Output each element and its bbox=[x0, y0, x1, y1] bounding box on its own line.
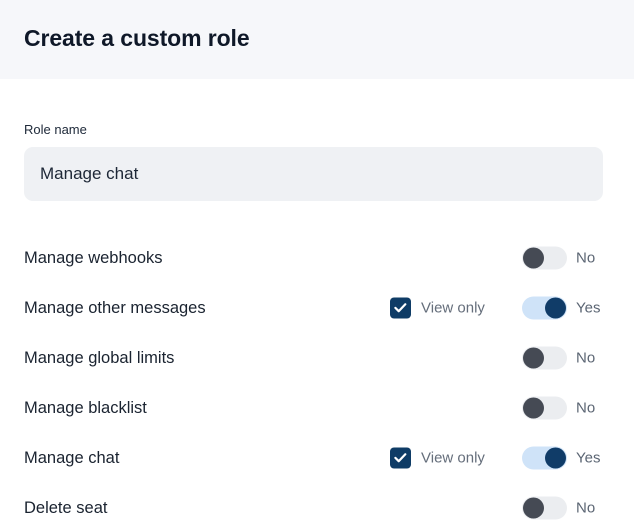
toggle-state-label: No bbox=[576, 249, 596, 266]
role-name-field-block: Role name bbox=[24, 121, 603, 201]
toggle-knob bbox=[523, 347, 544, 369]
view-only-label: View only bbox=[421, 299, 485, 316]
permission-toggle[interactable] bbox=[522, 346, 567, 370]
permission-label: Manage webhooks bbox=[24, 249, 163, 267]
permission-row: Manage other messages View only Yes bbox=[0, 283, 634, 333]
permission-toggle[interactable] bbox=[522, 496, 567, 520]
permission-toggle-group[interactable]: No bbox=[522, 246, 596, 270]
role-name-label: Role name bbox=[24, 122, 87, 137]
toggle-state-label: Yes bbox=[576, 449, 601, 466]
view-only-checkbox[interactable] bbox=[390, 447, 411, 469]
toggle-knob bbox=[545, 447, 566, 469]
toggle-knob bbox=[523, 497, 544, 519]
toggle-state-label: No bbox=[576, 349, 596, 366]
view-only-label: View only bbox=[421, 449, 485, 466]
role-name-input[interactable] bbox=[24, 147, 603, 201]
permission-row: Manage blacklist No bbox=[0, 383, 634, 433]
permission-toggle[interactable] bbox=[522, 396, 567, 420]
permission-toggle-group[interactable]: No bbox=[522, 346, 596, 370]
checkmark-icon bbox=[394, 303, 407, 313]
toggle-state-label: No bbox=[576, 399, 596, 416]
view-only-group[interactable]: View only bbox=[390, 297, 485, 319]
view-only-group[interactable]: View only bbox=[390, 447, 485, 469]
toggle-knob bbox=[523, 397, 544, 419]
permission-label: Manage global limits bbox=[24, 349, 175, 367]
permission-toggle[interactable] bbox=[522, 446, 567, 470]
permission-toggle[interactable] bbox=[522, 246, 567, 270]
page-header: Create a custom role bbox=[0, 0, 634, 79]
permission-row: Manage webhooks No bbox=[0, 233, 634, 283]
page-title: Create a custom role bbox=[24, 25, 250, 51]
toggle-knob bbox=[523, 247, 544, 269]
permission-label: Manage other messages bbox=[24, 299, 206, 317]
checkmark-icon bbox=[394, 453, 407, 463]
permission-toggle-group[interactable]: Yes bbox=[522, 296, 601, 320]
permission-toggle-group[interactable]: No bbox=[522, 496, 596, 520]
permission-row: Delete seat No bbox=[0, 483, 634, 525]
toggle-state-label: Yes bbox=[576, 299, 601, 316]
permission-row: Manage global limits No bbox=[0, 333, 634, 383]
permission-row: Manage chat View only Yes bbox=[0, 433, 634, 483]
permission-label: Manage chat bbox=[24, 449, 120, 467]
permission-toggle[interactable] bbox=[522, 296, 567, 320]
view-only-checkbox[interactable] bbox=[390, 297, 411, 319]
permission-toggle-group[interactable]: Yes bbox=[522, 446, 601, 470]
permission-label: Manage blacklist bbox=[24, 399, 147, 417]
toggle-state-label: No bbox=[576, 499, 596, 516]
permission-label: Delete seat bbox=[24, 499, 108, 517]
toggle-knob bbox=[545, 297, 566, 319]
permission-toggle-group[interactable]: No bbox=[522, 396, 596, 420]
